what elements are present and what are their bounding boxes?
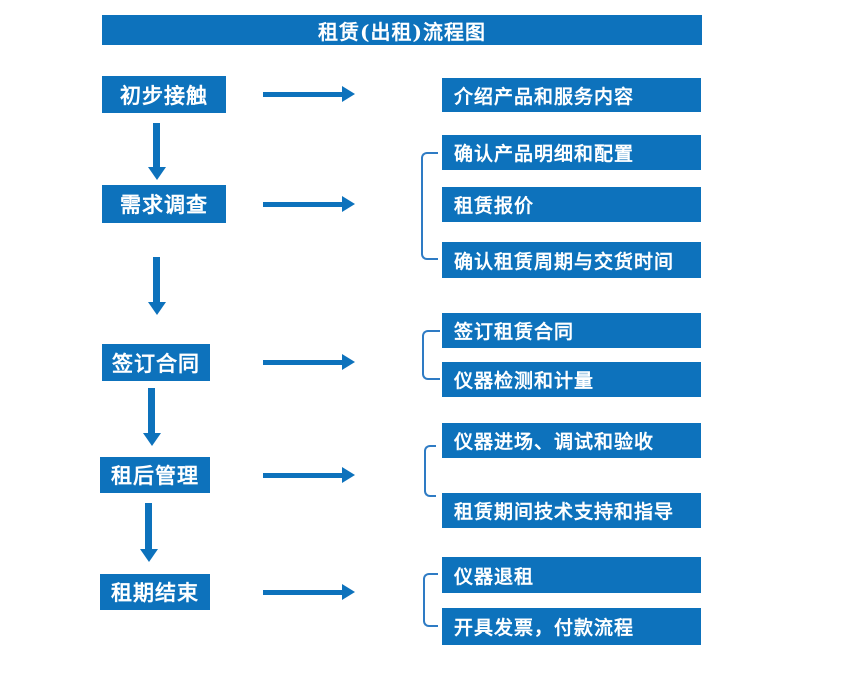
flow-arrow-down-icon [143,388,161,446]
detail-box-instrument-setup-acceptance: 仪器进场、调试和验收 [442,423,701,458]
detail-box-instrument-testing: 仪器检测和计量 [442,362,701,397]
flow-arrow-down-icon [140,503,158,562]
flow-arrow-down-icon [148,123,166,180]
step-box-sign-contract: 签订合同 [102,344,210,381]
detail-box-invoice-payment: 开具发票，付款流程 [442,608,701,645]
arrow-shaft [153,257,160,303]
step-box-lease-end: 租期结束 [100,574,210,610]
arrow-head [342,467,355,483]
arrow-shaft [263,473,343,478]
arrow-head [342,86,355,102]
flow-arrow-right-icon [263,86,355,102]
detail-box-tech-support: 租赁期间技术支持和指导 [442,493,701,528]
flowchart-title: 租赁(出租)流程图 [102,15,702,45]
arrow-head [342,354,355,370]
arrow-head [342,584,355,600]
step-box-post-rental-management: 租后管理 [100,457,210,493]
arrow-head [342,196,355,212]
flow-arrow-right-icon [263,584,355,600]
arrow-shaft [263,590,343,595]
arrow-shaft [153,123,160,168]
detail-box-confirm-product-details: 确认产品明细和配置 [442,135,701,170]
step-box-demand-survey: 需求调查 [102,185,226,223]
flow-arrow-right-icon [263,196,355,212]
arrow-shaft [263,202,343,207]
group-bracket [421,152,438,260]
detail-box-confirm-period-delivery: 确认租赁周期与交货时间 [442,242,701,278]
arrow-head [140,549,158,562]
arrow-head [148,167,166,180]
arrow-shaft [263,92,343,97]
group-bracket [423,573,438,627]
arrow-shaft [148,388,155,434]
arrow-head [143,433,161,446]
arrow-shaft [263,360,343,365]
flow-arrow-down-icon [148,257,166,315]
group-bracket [422,330,440,380]
flow-arrow-right-icon [263,467,355,483]
arrow-head [148,302,166,315]
detail-box-instrument-return: 仪器退租 [442,557,701,593]
detail-box-sign-rental-contract: 签订租赁合同 [442,313,701,348]
group-bracket [424,445,436,497]
arrow-shaft [145,503,152,550]
detail-box-rental-quote: 租赁报价 [442,187,701,222]
detail-box-intro-products-services: 介绍产品和服务内容 [442,78,701,112]
flow-arrow-right-icon [263,354,355,370]
step-box-initial-contact: 初步接触 [102,76,226,113]
